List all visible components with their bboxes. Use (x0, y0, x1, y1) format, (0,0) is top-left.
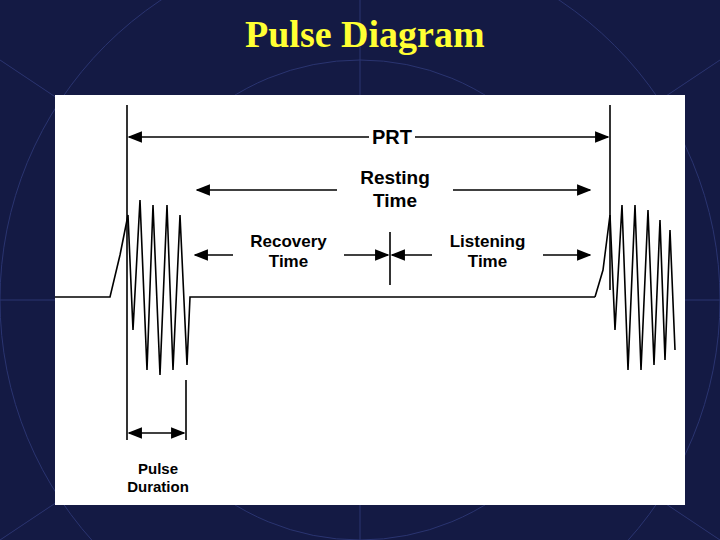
duration-label: Pulse Duration (105, 460, 211, 496)
time-label: Listening Time (432, 232, 543, 273)
pulse-waveform (595, 205, 675, 370)
tick-line (609, 105, 611, 290)
pulse-waveform (55, 200, 595, 375)
divider-line (389, 232, 391, 285)
time-label: Recovery Time (233, 232, 344, 273)
tick-line (185, 380, 187, 440)
period-label: PRT (369, 125, 415, 149)
time-label: Resting Time (337, 167, 453, 213)
duration-arrow (129, 432, 184, 434)
tick-line (126, 105, 128, 440)
white-panel (55, 95, 685, 505)
slide-title: Pulse Diagram (245, 12, 485, 56)
